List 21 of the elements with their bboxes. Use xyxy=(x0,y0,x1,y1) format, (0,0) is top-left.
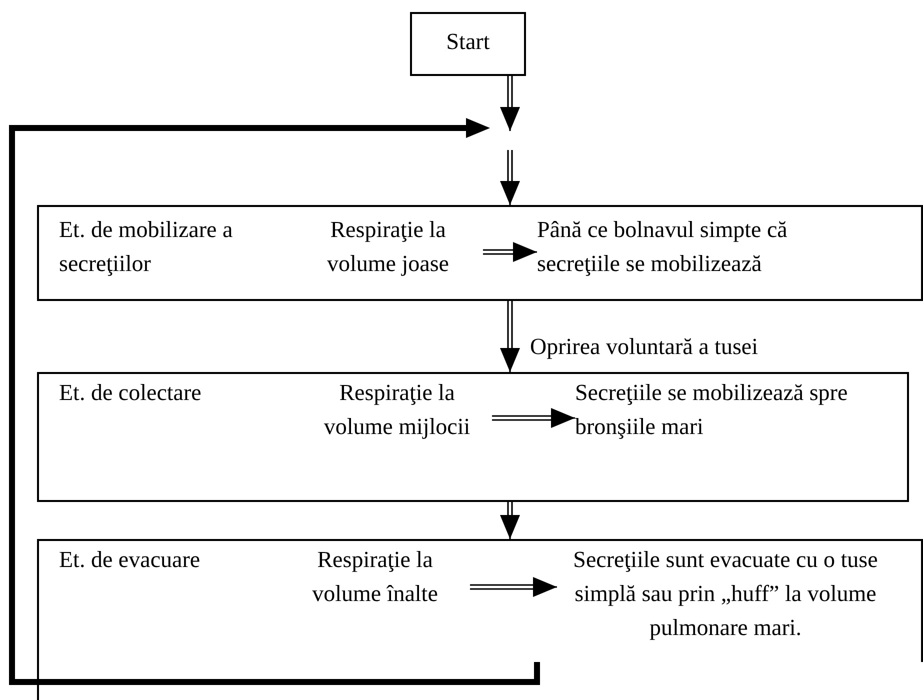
outcome-text: Până ce bolnavul simpte că secreţiile se mobilizează xyxy=(537,213,862,283)
start-box: Start xyxy=(410,12,526,76)
double-arrow xyxy=(500,149,520,206)
stage-band xyxy=(37,205,923,301)
outcome-text: Secreţiile se mobilizează spre bronşiile mari xyxy=(575,376,870,446)
breathing-text: Respiraţie la volume joase xyxy=(293,213,483,283)
outcome-text: Secreţiile sunt evacuate cu o tuse simplă sau prin „huff” la volume pulmonare mari. xyxy=(557,543,894,653)
breathing-text: Respiraţie la volume mijlocii xyxy=(302,376,492,446)
double-arrow xyxy=(491,408,576,428)
double-arrow xyxy=(482,242,538,262)
double-arrow xyxy=(500,75,520,132)
double-arrow xyxy=(500,501,520,540)
stage-band xyxy=(37,372,909,502)
stage-name: Et. de mobilizare a secreţiilor xyxy=(59,213,264,283)
breathing-text: Respiraţie la volume înalte xyxy=(280,543,470,613)
feedback-arrow xyxy=(9,118,540,685)
stage-name: Et. de colectare xyxy=(59,376,264,416)
stage-name: Et. de evacuare xyxy=(59,543,264,583)
stage-band xyxy=(37,539,923,662)
double-arrow xyxy=(500,300,520,373)
double-arrow xyxy=(469,577,558,597)
